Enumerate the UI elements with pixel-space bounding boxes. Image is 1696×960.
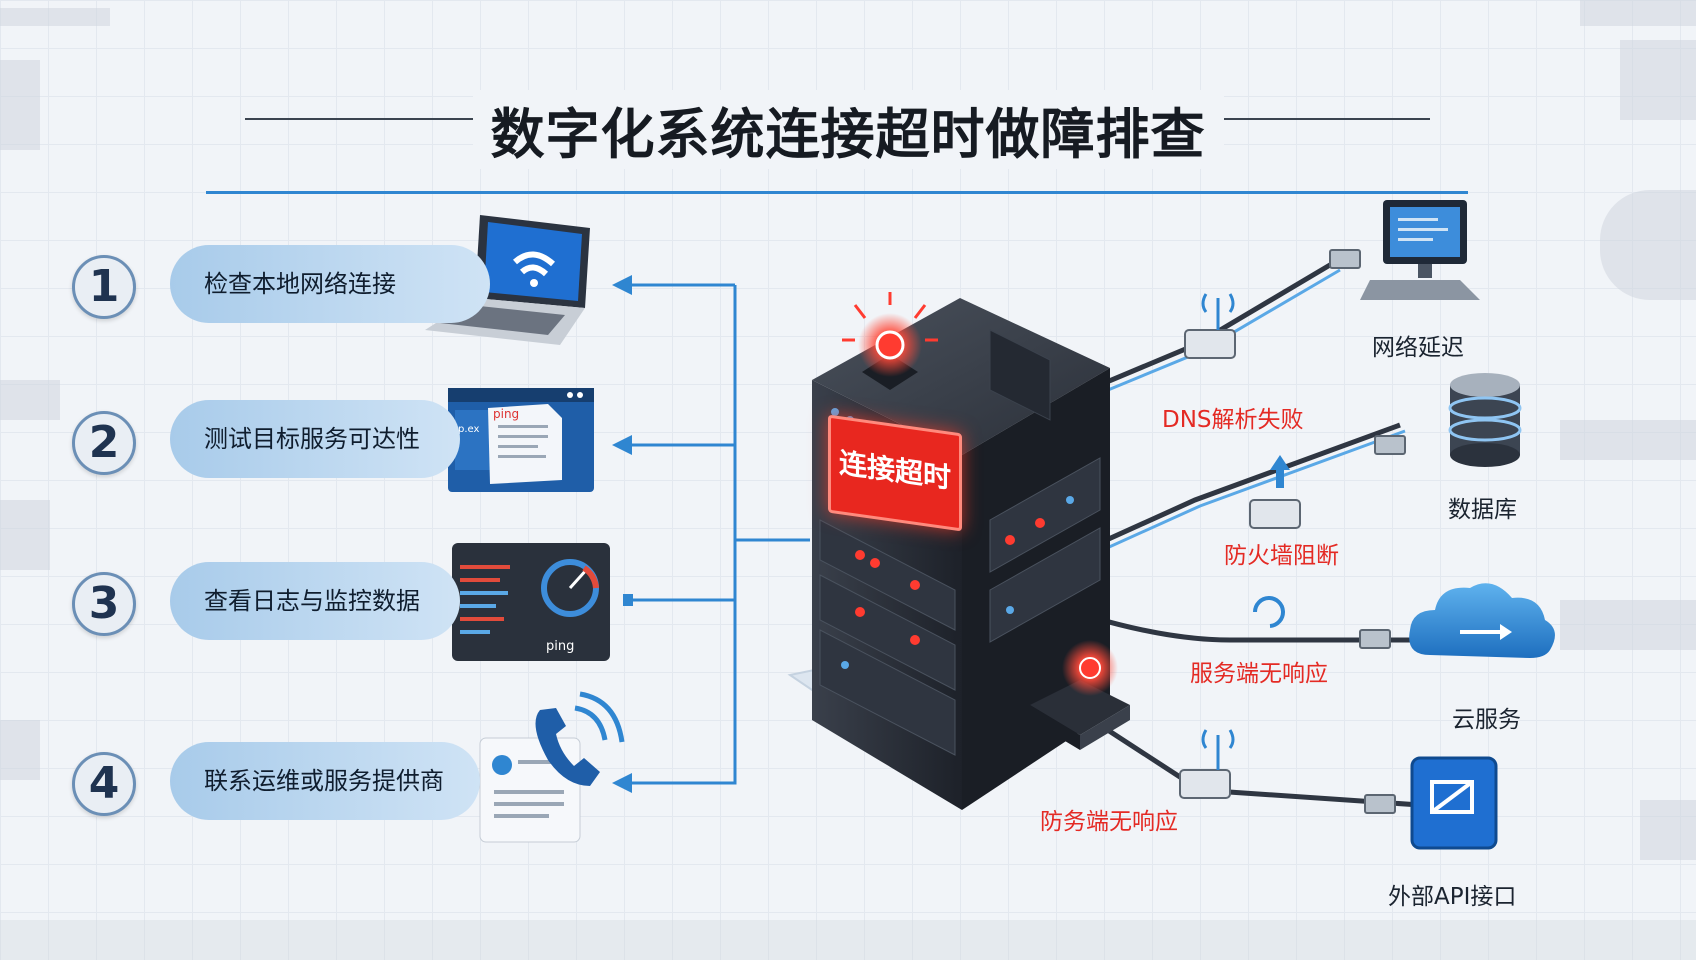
- phone-call-icon: [479, 691, 625, 843]
- monitor-dashboard-icon: ping: [452, 543, 610, 661]
- browser-window-icon: p.ex ping: [448, 388, 594, 492]
- cloud-icon: [1409, 583, 1555, 658]
- lower-alarm-device-icon: [1030, 640, 1130, 750]
- cable-api: [1098, 722, 1421, 808]
- title-wrapper: 数字化系统连接超时做障排查: [0, 90, 1696, 169]
- page-title: 数字化系统连接超时做障排查: [472, 90, 1224, 169]
- edge-block: [0, 720, 40, 780]
- endpoint-network-label: 网络延迟: [1372, 335, 1464, 361]
- firewall-icon: [1270, 455, 1290, 488]
- edge-block: [1600, 190, 1696, 300]
- dashboard-tag-text: ping: [546, 639, 574, 654]
- step-number-3: 3: [72, 572, 136, 636]
- fault-firewall-label: 防火墙阻断: [1224, 543, 1339, 569]
- timeout-banner: 连接超时: [828, 414, 962, 532]
- step-pill-2[interactable]: 测试目标服务可达性: [170, 400, 460, 478]
- step-pill-4[interactable]: 联系运维或服务提供商: [170, 742, 480, 820]
- arrow-head: [612, 773, 632, 793]
- fault-no-response-2-label: 防务端无响应: [1040, 809, 1178, 835]
- alarm-light-icon: [842, 292, 938, 390]
- step-number-2: 2: [72, 411, 136, 475]
- monitor-icon: [1360, 200, 1480, 300]
- arrow-head: [612, 275, 632, 295]
- edge-block: [0, 920, 1696, 960]
- api-box-icon: [1410, 756, 1498, 850]
- router-icon: [1179, 329, 1301, 799]
- title-underline: [206, 191, 1468, 194]
- small-connector: [1329, 249, 1406, 814]
- endpoint-database-label: 数据库: [1448, 497, 1517, 523]
- browser-side-text: p.ex: [458, 424, 480, 435]
- connector-step-4: [620, 540, 737, 785]
- step-number-4: 4: [72, 752, 136, 816]
- connector-trunk: [733, 285, 810, 542]
- edge-block: [0, 8, 110, 26]
- arrow-head: [612, 435, 632, 455]
- connector-step-3: [630, 540, 737, 602]
- left-connectors: [620, 283, 810, 785]
- connector-arrows: [612, 275, 633, 793]
- step-pill-1[interactable]: 检查本地网络连接: [170, 245, 490, 323]
- step-pill-3[interactable]: 查看日志与监控数据: [170, 562, 460, 640]
- edge-block: [0, 500, 50, 570]
- edge-block: [0, 380, 60, 420]
- edge-block: [1560, 600, 1696, 650]
- edge-block: [1580, 0, 1696, 26]
- edge-block: [0, 60, 40, 150]
- refresh-icon: [1253, 596, 1285, 628]
- edge-block: [1620, 40, 1696, 120]
- fault-no-response-label: 服务端无响应: [1190, 661, 1328, 687]
- step-number-1: 1: [72, 255, 136, 319]
- edge-block: [1640, 800, 1696, 860]
- endpoint-cloud-label: 云服务: [1452, 707, 1521, 733]
- browser-tag-text: ping: [493, 407, 519, 421]
- endpoint-api-label: 外部API接口: [1388, 884, 1517, 910]
- arrow-head: [623, 594, 633, 606]
- fault-dns-label: DNS解析失败: [1162, 407, 1304, 433]
- edge-block: [1560, 420, 1696, 460]
- database-icon: [1448, 373, 1522, 467]
- antenna-icon: [1201, 293, 1235, 770]
